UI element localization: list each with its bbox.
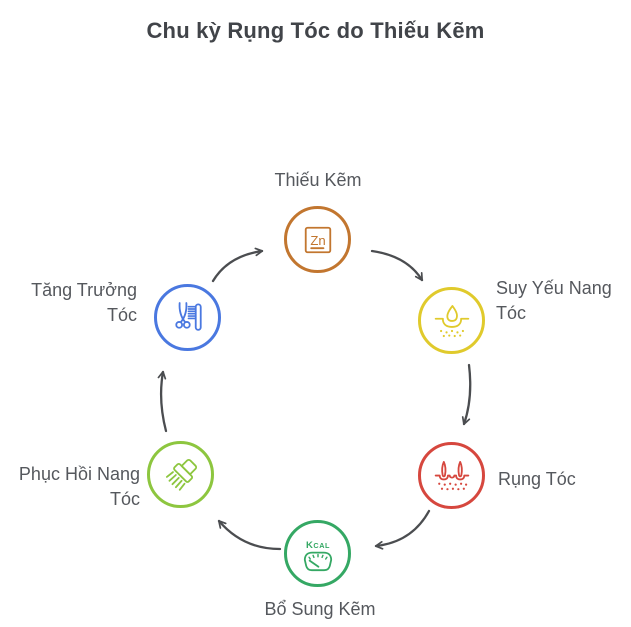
arrow-tang-truong-to-thieu-kem [211, 247, 264, 283]
node-suy-yeu-nang-toc [418, 287, 485, 354]
arrow-rung-toc-to-bo-sung [374, 509, 431, 550]
arrow-phuc-hoi-to-tang-truong [157, 370, 168, 433]
kcal-text: KCAL [305, 540, 329, 551]
node-thieu-kem: Zn [284, 206, 351, 273]
node-phuc-hoi-nang-toc [147, 441, 214, 508]
node-bo-sung-kem: KCAL [284, 520, 351, 587]
node-label-thieu-kem: Thiếu Kẽm [274, 170, 362, 190]
brush-icon [165, 458, 197, 491]
node-label-rung-toc: Rụng Tóc [498, 469, 576, 489]
node-label-bo-sung-kem: Bổ Sung Kẽm [264, 599, 376, 619]
arrow-thieu-kem-to-suy-yeu [370, 249, 424, 282]
page-title: Chu kỳ Rụng Tóc do Thiếu Kẽm [146, 18, 485, 43]
zinc-element-icon: Zn [304, 226, 331, 253]
arrow-bo-sung-to-phuc-hoi [217, 519, 282, 551]
scissors-comb-icon [174, 301, 202, 331]
node-label-tang-truong-toc: Tăng Trưởng Tóc [31, 280, 137, 325]
node-label-phuc-hoi-nang-toc: Phục Hồi Nang Tóc [18, 464, 140, 509]
zinc-symbol-text: Zn [310, 233, 325, 248]
node-rung-toc [418, 442, 485, 509]
hair-loss-follicle-icon [434, 460, 469, 490]
node-label-suy-yeu-nang-toc: Suy Yếu Nang Tóc [496, 278, 612, 323]
arrow-suy-yeu-to-rung-toc [461, 363, 472, 426]
weak-follicle-droplet-icon [434, 304, 469, 337]
kcal-scale-icon: KCAL [303, 540, 332, 571]
node-tang-truong-toc [154, 284, 221, 351]
